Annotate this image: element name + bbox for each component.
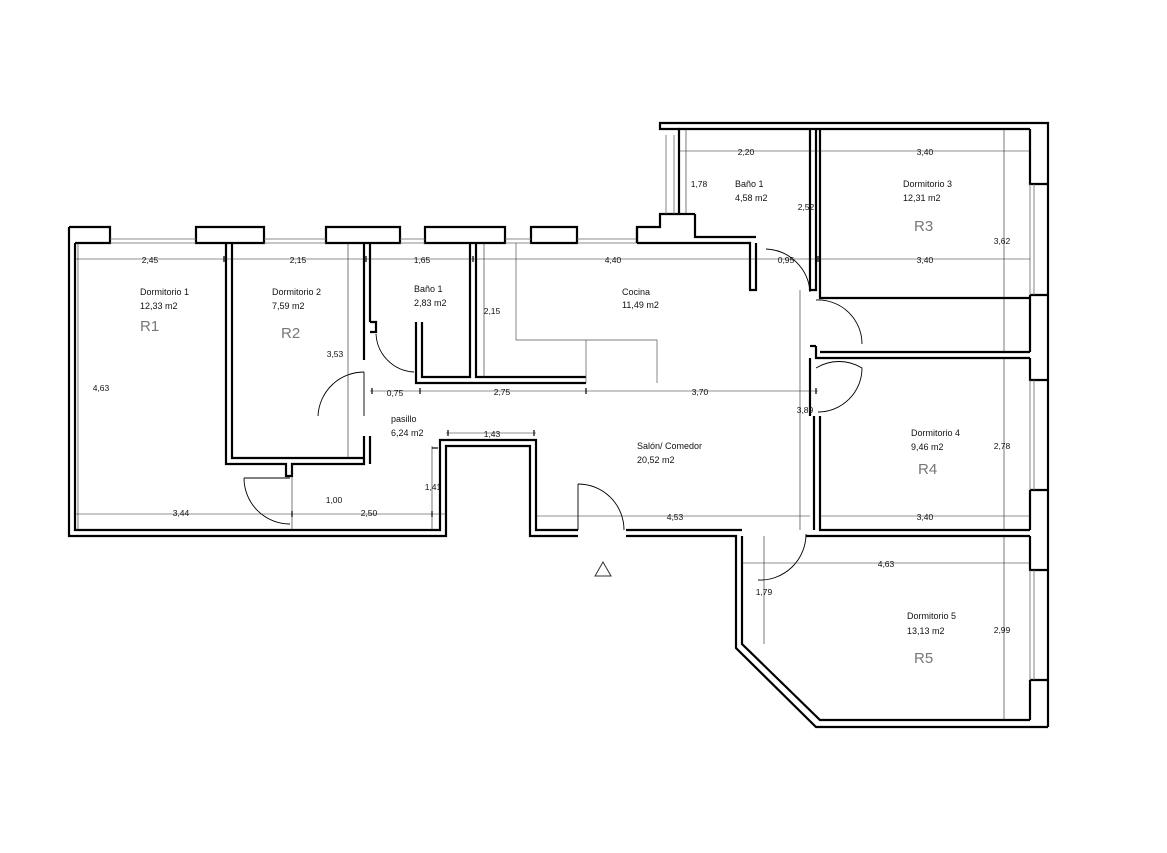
dim-entry-width: 1,43 <box>484 429 501 439</box>
room-area-d1: 12,33 m2 <box>140 301 178 311</box>
dim-d4-depth: 2,78 <box>994 441 1011 451</box>
entry-triangle-icon <box>594 560 612 577</box>
dim-d1-bottom: 3,44 <box>173 508 190 518</box>
dim-b2-depth-left: 1,78 <box>691 179 708 189</box>
pier-6 <box>635 121 1050 727</box>
exterior-wall-top <box>69 225 112 245</box>
room-name-pasillo: pasillo <box>391 414 417 424</box>
door-bano2 <box>765 248 811 293</box>
pier-3 <box>324 225 402 245</box>
room-id-r4: R4 <box>918 461 937 478</box>
dim-d5-small: 1,79 <box>756 587 773 597</box>
dim-d4-width: 3,40 <box>917 512 934 522</box>
dim-salon-depth: 3,89 <box>797 405 814 415</box>
dim-b2-width: 2,20 <box>738 147 755 157</box>
door-r5 <box>757 533 807 581</box>
dim-b1-width: 1,65 <box>414 255 431 265</box>
pier-2 <box>194 225 266 245</box>
dim-d5-depth: 2,99 <box>994 625 1011 635</box>
dimension-lines <box>75 129 1030 720</box>
dim-d3-width-top: 3,40 <box>917 147 934 157</box>
kitchen-counter <box>515 243 658 383</box>
door-r1 <box>243 477 291 525</box>
outer-walls <box>67 121 1050 729</box>
dim-d5-width: 4,63 <box>878 559 895 569</box>
dim-cocina-width: 4,40 <box>605 255 622 265</box>
door-bano1 <box>375 333 415 373</box>
room-name-b2: Baño 1 <box>735 179 764 189</box>
room-area-salon: 20,52 m2 <box>637 455 675 465</box>
room-area-b2: 4,58 m2 <box>735 193 768 203</box>
dim-hall-b: 2,75 <box>494 387 511 397</box>
dim-d1-width: 2,45 <box>142 255 159 265</box>
door-r4 <box>815 361 863 413</box>
dim-d1-depth: 4,63 <box>93 383 110 393</box>
room-name-b1: Baño 1 <box>414 284 443 294</box>
room-area-pasillo: 6,24 m2 <box>391 428 424 438</box>
dim-corridor-width: 1,00 <box>326 495 343 505</box>
room-area-d5: 13,13 m2 <box>907 626 945 636</box>
dim-cocina-gap: 0,95 <box>778 255 795 265</box>
room-name-d2: Dormitorio 2 <box>272 287 321 297</box>
room-area-d3: 12,31 m2 <box>903 193 941 203</box>
door-entry <box>577 483 625 531</box>
pier-5 <box>529 225 579 245</box>
room-area-b1: 2,83 m2 <box>414 298 447 308</box>
room-name-d3: Dormitorio 3 <box>903 179 952 189</box>
room-id-r1: R1 <box>140 318 159 335</box>
dim-entry-depth: 1,41 <box>425 482 442 492</box>
dim-d2-depth: 3,53 <box>327 349 344 359</box>
room-labels: Dormitorio 1 12,33 m2 R1 Dormitorio 2 7,… <box>140 179 960 667</box>
pier-4 <box>423 225 507 245</box>
door-r3 <box>815 299 863 345</box>
doors <box>243 248 863 581</box>
room-id-r3: R3 <box>914 218 933 235</box>
dim-b2-depth-right: 2,52 <box>798 202 815 212</box>
dim-salon-bottom: 4,53 <box>667 512 684 522</box>
dim-hall-c: 3,70 <box>692 387 709 397</box>
room-name-d1: Dormitorio 1 <box>140 287 189 297</box>
dim-cocina-depth: 2,15 <box>484 306 501 316</box>
dim-d2-width: 2,15 <box>290 255 307 265</box>
room-id-r5: R5 <box>914 650 933 667</box>
dim-hall-a: 0,75 <box>387 388 404 398</box>
room-name-salon: Salón/ Comedor <box>637 441 702 451</box>
door-r2 <box>317 371 365 417</box>
room-name-cocina: Cocina <box>622 287 650 297</box>
room-name-d5: Dormitorio 5 <box>907 611 956 621</box>
room-area-d2: 7,59 m2 <box>272 301 305 311</box>
exterior-wall-left-inner <box>73 243 578 532</box>
exterior-wall-left <box>67 227 578 538</box>
dim-d3-width-mid: 3,40 <box>917 255 934 265</box>
room-id-r2: R2 <box>281 325 300 342</box>
exterior-wall-bottom-right <box>626 534 1048 729</box>
room-area-d4: 9,46 m2 <box>911 442 944 452</box>
dim-d3-depth: 3,62 <box>994 236 1011 246</box>
room-name-d4: Dormitorio 4 <box>911 428 960 438</box>
room-area-cocina: 11,49 m2 <box>622 300 659 310</box>
dim-corridor-bottom: 2,50 <box>361 508 378 518</box>
dimension-labels: 2,45 2,15 1,65 4,40 0,95 3,40 3,40 2,20 … <box>93 147 1011 635</box>
interior-walls <box>224 129 1030 538</box>
